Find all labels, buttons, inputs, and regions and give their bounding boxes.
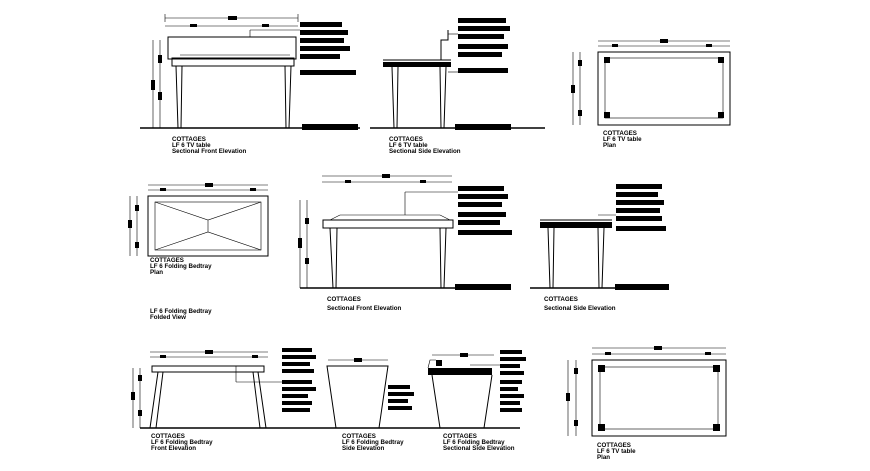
center-front-line1: COTTAGES: [327, 296, 361, 303]
tv-plan-bottom-line3: Plan: [597, 454, 610, 461]
tv-plan-top-line3: Plan: [603, 142, 616, 149]
bedtray-side-line1: COTTAGES: [342, 433, 376, 440]
tv-table-front-elevation: [140, 14, 360, 130]
tv-table-front-line3: Sectional Front Elevation: [172, 148, 246, 155]
bedtray-sectional-side-line3: Sectional Side Elevation: [443, 445, 515, 452]
bedtray-side-line2: LF 6 Folding Bedtray: [342, 439, 404, 446]
center-side-line1: COTTAGES: [544, 296, 578, 303]
tv-table-front-line2: LF 6 TV table: [172, 142, 211, 149]
bedtray-plan-line3: Plan: [150, 269, 163, 276]
tv-plan-top-line2: LF 6 TV table: [603, 136, 642, 143]
tv-plan-top-line1: COTTAGES: [603, 130, 637, 137]
tv-table-plan-top-drawing: [571, 39, 731, 126]
bedtray-sectional-side-elevation: [420, 350, 526, 429]
center-side-line2: Sectional Side Elevation: [544, 305, 616, 312]
tv-table-plan-bottom-drawing: [566, 346, 727, 437]
bedtray-front-line2: LF 6 Folding Bedtray: [151, 439, 213, 446]
center-front-line2: Sectional Front Elevation: [327, 305, 401, 312]
bedtray-plan-line2: LF 6 Folding Bedtray: [150, 263, 212, 270]
bedtray-front-line1: COTTAGES: [151, 433, 185, 440]
bedtray-front-line3: Front Elevation: [151, 445, 196, 452]
tv-plan-bottom-line2: LF 6 TV table: [597, 448, 636, 455]
tv-plan-bottom-line1: COTTAGES: [597, 442, 631, 449]
tv-table-side-line3: Sectional Side Elevation: [389, 148, 461, 155]
tv-table-side-line2: LF 6 TV table: [389, 142, 428, 149]
tv-table-side-elevation: [370, 18, 545, 130]
tv-table-front-line1: COTTAGES: [172, 136, 206, 143]
bedtray-plan-drawing: [128, 183, 269, 257]
bedtray-folded-line1: LF 6 Folding Bedtray: [150, 308, 212, 315]
bedtray-front-elevation: [131, 348, 320, 429]
bedtray-plan-line1: COTTAGES: [150, 257, 184, 264]
bedtray-side-line3: Side Elevation: [342, 445, 385, 452]
center-side-elevation: [530, 184, 669, 290]
bedtray-sectional-side-line1: COTTAGES: [443, 433, 477, 440]
bedtray-folded-line2: Folded View: [150, 314, 186, 321]
center-front-elevation: [298, 174, 512, 290]
tv-table-side-line1: COTTAGES: [389, 136, 423, 143]
bedtray-side-elevation: [320, 358, 420, 429]
bedtray-sectional-side-line2: LF 6 Folding Bedtray: [443, 439, 505, 446]
